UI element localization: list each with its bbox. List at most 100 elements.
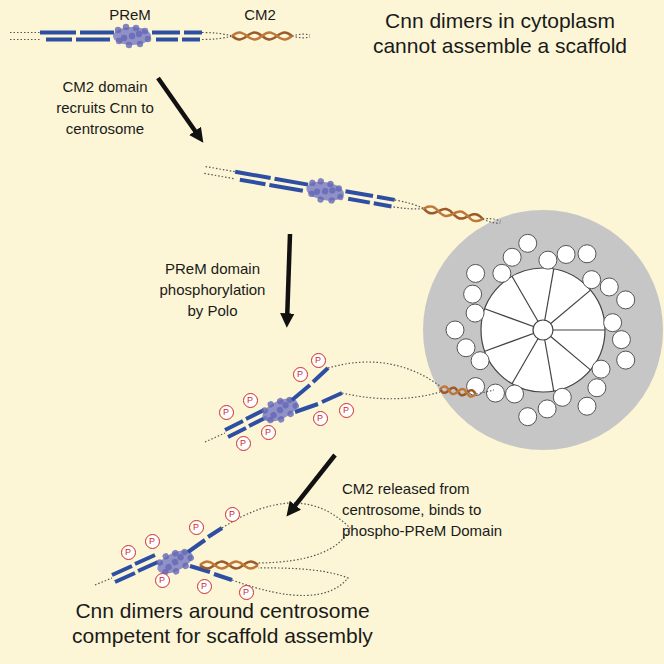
coiled-coil-segment [345,191,373,196]
phosphate-letter: P [193,522,199,532]
phosphate-mark: P [219,405,234,420]
prem-core-texture [137,41,143,47]
stage-caption: Cnn dimers in cytoplasm cannot assemble … [360,8,640,58]
phosphate-mark: P [236,436,251,451]
disordered-linker [292,34,310,38]
phosphate-mark: P [339,403,354,418]
prem-core-texture [286,410,295,419]
microtubule [578,245,596,263]
cnn-dimer-phosphorylated [205,362,494,442]
disordered-linker [204,167,235,179]
prem-core-body [305,179,346,203]
prem-core-texture [261,406,270,415]
phosphate-letter: P [229,509,235,519]
pericentriolar-material [423,210,663,450]
phosphate-mark: P [239,585,254,600]
prem-core-texture [317,178,324,185]
phosphate-letter: P [343,405,349,415]
microtubule [506,385,524,403]
cm2-helix [423,205,483,222]
prem-core-texture [145,36,151,42]
prem-core-texture [337,193,344,200]
prem-core-texture [133,25,139,31]
microtubule [467,264,485,282]
cm2-helix [232,33,292,40]
phosphate-mark: P [145,534,160,549]
microtubule [493,264,511,282]
prem-core-texture [115,27,121,33]
coiled-coil-segment [182,38,200,42]
coiled-coil-segment [208,528,222,537]
coiled-coil-segment [76,38,110,42]
prem-core-body [113,27,151,45]
cm2-helix [440,386,477,397]
microtubule [600,278,618,296]
stage-caption: Cnn dimers around centrosome competent f… [50,598,395,648]
disordered-linker [328,362,440,399]
phosphate-letter: P [297,369,303,379]
coiled-coil-segment [184,31,202,35]
prem-core-texture [123,24,129,30]
prem-core-texture [181,562,190,571]
microtubule [486,384,504,402]
disordered-linker [95,578,112,585]
phosphate-mark: P [311,353,326,368]
phosphate-letter: P [317,413,323,423]
prem-core-texture [121,35,127,41]
microtubule [617,291,635,309]
coiled-coil-segment [214,574,232,580]
prem-core-texture [172,567,181,576]
microtubule [612,331,630,349]
prem-core-texture [281,401,290,410]
coiled-coil-segment [46,38,72,42]
cm2-helix [423,205,483,222]
cm2-helix [200,562,258,569]
coiled-coil-segment [348,199,370,203]
cnn-dimer-cytoplasm [10,24,310,48]
microtubule [539,251,557,269]
prem-core-texture [187,554,196,563]
microtubule [592,360,610,378]
prem-core-texture [176,553,185,562]
phosphate-letter: P [149,536,155,546]
phosphate-letter: P [223,407,229,417]
cnn-dimer-competent [95,503,350,596]
cnn-dimer-recruited [203,158,503,234]
microtubule [617,351,635,369]
prem-core-texture [142,28,148,34]
coiled-coil-segment [40,31,76,35]
phosphate-letter: P [315,355,321,365]
phosphate-mark: P [293,367,308,382]
prem-core-texture [335,185,342,192]
microtubule [503,248,521,266]
prem-core-texture [156,558,165,567]
microtubule [578,397,596,415]
microtubule [471,352,489,370]
prem-core-texture [164,563,173,572]
coiled-coil-segment [313,368,328,382]
prem-core-texture [317,196,324,203]
prem-core [304,176,346,207]
process-arrow [158,78,200,138]
phosphate-letter: P [240,438,246,448]
coiled-coil-segment [80,31,114,35]
disordered-linker [10,33,40,40]
microtubule [583,271,601,289]
phosphate-mark: P [243,393,258,408]
prem-core-texture [321,187,328,194]
prem-core-texture [329,187,336,194]
phosphate-mark: P [121,545,136,560]
disordered-linker [205,433,225,442]
coiled-coil-segment [295,404,318,412]
process-arrow [287,234,290,322]
disordered-linker [222,503,350,563]
disordered-linker [393,200,424,212]
coiled-coil-segment [322,393,342,402]
prem-core-texture [277,415,286,424]
process-arrow [290,455,335,512]
coiled-coil-segment [292,385,310,400]
coiled-coil-segment [235,172,270,178]
phosphate-mark: P [189,520,204,535]
prem-core-texture [313,188,320,195]
microtubule [557,245,575,263]
